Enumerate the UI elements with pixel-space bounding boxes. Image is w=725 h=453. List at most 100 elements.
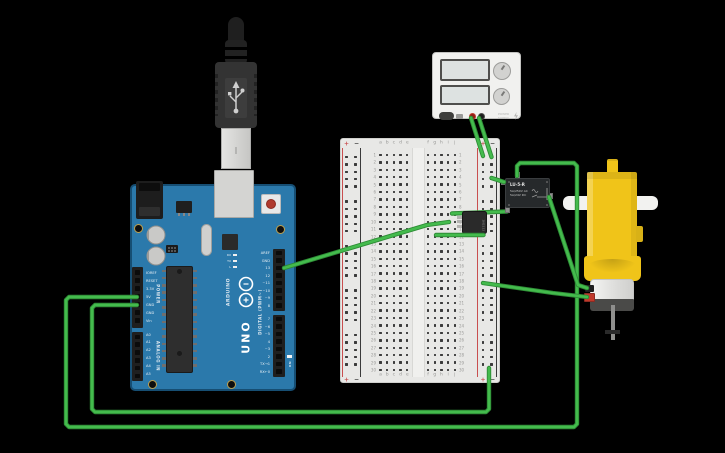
breadboard-hole	[446, 361, 450, 364]
breadboard-hole	[440, 168, 443, 172]
wire-5v-to-relay-coil[interactable]	[63, 160, 580, 430]
usb-cable[interactable]	[213, 17, 259, 169]
wire-supply-positive-to-rail[interactable]	[469, 116, 485, 158]
ic-pin	[162, 276, 166, 280]
ic-pin	[162, 284, 166, 287]
breadboard-hole	[379, 257, 382, 260]
breadboard-hole	[399, 331, 402, 335]
breadboard-hole	[433, 265, 436, 268]
breadboard-hole	[446, 331, 450, 335]
breadboard-hole	[392, 279, 396, 283]
wire-5v-to-relay-coil[interactable]	[64, 161, 579, 429]
column-letter: c	[392, 372, 396, 377]
breadboard-hole	[392, 331, 396, 335]
breadboard-rail-hole	[345, 207, 348, 211]
relay-corner-dot	[508, 181, 510, 183]
usb-plug-metal	[221, 128, 251, 169]
ic-pin	[162, 327, 166, 331]
header-pin	[276, 250, 282, 256]
wire-negative-rail-to-relay[interactable]	[490, 176, 506, 184]
rail-symbol: +	[480, 140, 486, 147]
breadboard-hole	[440, 250, 443, 253]
breadboard-hole	[440, 324, 443, 327]
breadboard-rail-hole	[354, 355, 357, 359]
breadboard-hole	[392, 265, 396, 268]
breadboard-hole	[426, 227, 430, 231]
relay-rating-dc: 5A/24V DC	[510, 193, 527, 197]
breadboard-rail-hole	[345, 289, 348, 292]
breadboard-hole	[386, 257, 389, 260]
breadboard-hole	[386, 302, 389, 305]
breadboard-hole	[453, 153, 456, 157]
breadboard-rail-hole	[481, 170, 485, 174]
wire-gnd-to-negative-rail[interactable]	[89, 302, 492, 415]
row-number-left: 4	[373, 174, 376, 180]
breadboard-hole	[426, 294, 430, 298]
breadboard-rail-hole	[345, 170, 348, 174]
breadboard-hole	[433, 368, 436, 372]
header-pin	[276, 324, 282, 329]
breadboard-hole	[386, 339, 389, 342]
breadboard-hole	[399, 198, 402, 201]
row-number-left: 13	[370, 241, 376, 247]
psu-knob-current[interactable]	[493, 88, 510, 105]
breadboard-rail-hole	[345, 311, 348, 314]
header-pin	[276, 280, 282, 286]
row-number-left: 15	[370, 256, 376, 262]
reset-button[interactable]	[261, 194, 281, 214]
row-number-left: 29	[370, 360, 376, 366]
breadboard-hole	[433, 339, 436, 342]
breadboard-hole	[386, 279, 389, 283]
breadboard-hole	[406, 368, 409, 372]
wire-gnd-to-negative-rail[interactable]	[90, 303, 491, 414]
breadboard-hole	[399, 220, 402, 223]
row-number-left: 14	[370, 248, 376, 254]
breadboard-hole	[406, 235, 409, 238]
breadboard-rail-hole	[490, 267, 493, 270]
breadboard-hole	[406, 316, 409, 320]
pin-label-13: 13	[265, 266, 270, 270]
breadboard-hole	[426, 309, 430, 312]
usb-socket	[214, 170, 254, 218]
breadboard-hole	[446, 153, 450, 157]
breadboard-hole	[392, 153, 396, 157]
breadboard-rail-hole	[345, 363, 348, 366]
rail-symbol: −	[489, 376, 496, 383]
relay[interactable]: LU-5-R 5A/250V AC 5A/24V DC	[505, 178, 550, 208]
breadboard-hole	[392, 190, 396, 194]
breadboard-rail-hole	[490, 348, 493, 351]
column-letter: f	[427, 372, 429, 377]
row-number-right: 21	[459, 300, 465, 306]
breadboard-hole	[446, 161, 450, 164]
psu-knob-voltage[interactable]	[493, 62, 511, 80]
breadboard-hole	[386, 265, 389, 268]
breadboard-rail-hole	[490, 252, 493, 255]
breadboard-hole	[440, 265, 443, 268]
breadboard-hole	[426, 242, 430, 246]
breadboard-rail-hole	[490, 363, 493, 366]
breadboard-hole	[386, 294, 389, 298]
breadboard-hole	[426, 265, 430, 268]
dc-power-supply[interactable]: POWER SUPPLY	[432, 52, 521, 120]
breadboard-hole	[406, 272, 409, 275]
pin-label-3.3V: 3.3V	[146, 287, 155, 291]
breadboard-right-negative-line	[495, 148, 497, 377]
wire-positive-rail-to-motor[interactable]	[481, 281, 589, 299]
column-letter: b	[385, 140, 389, 145]
wire-relay-to-motor[interactable]	[547, 195, 589, 290]
breadboard-hole	[440, 242, 443, 246]
breadboard-rail-hole	[481, 259, 485, 262]
breadboard-rail-hole	[354, 333, 357, 337]
pin-label-GND: GND	[146, 303, 155, 307]
gear-motor[interactable]	[560, 156, 665, 342]
wire-pin13-to-transistor-row[interactable]	[282, 220, 451, 270]
psu-power-button[interactable]	[439, 112, 454, 120]
breadboard-hole	[453, 227, 456, 231]
breadboard-rail-hole	[354, 207, 357, 211]
breadboard-hole	[433, 183, 436, 186]
breadboard-left-negative-line	[359, 148, 361, 377]
icsp-header	[166, 245, 178, 253]
breadboard-hole	[446, 353, 450, 357]
breadboard-hole	[446, 213, 450, 216]
wire-supply-negative-to-rail[interactable]	[477, 116, 493, 159]
